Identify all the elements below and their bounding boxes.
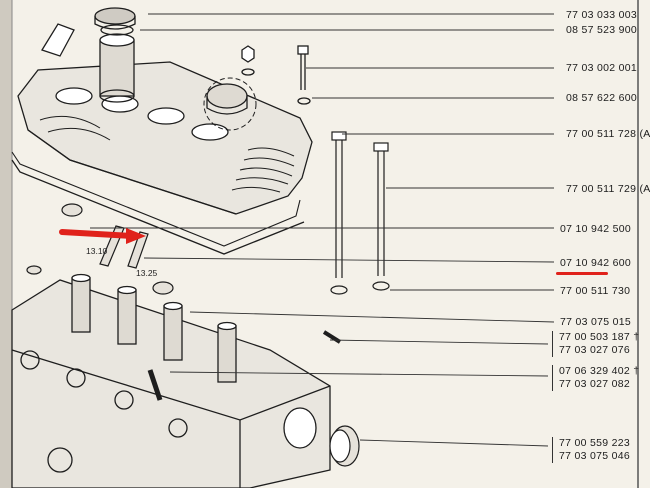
- part-number: 77 00 503 187 †: [559, 331, 640, 343]
- part-number: 08 57 622 600: [566, 92, 638, 104]
- part-number: 77 00 511 728 (A: [566, 128, 650, 140]
- part-number: 07 10 942 500: [560, 223, 632, 235]
- dimension-label-13-10: 13.10: [86, 246, 108, 256]
- part-number: 77 00 511 729 (A: [566, 183, 650, 195]
- red-arrow-icon: [59, 228, 146, 244]
- studs: [330, 131, 390, 295]
- rocker-cover-assembly: [11, 7, 313, 255]
- part-number: 77 00 511 730: [560, 285, 631, 297]
- part-number-highlighted: 07 10 942 600: [560, 257, 632, 269]
- part-number-group: 77 00 503 187 † 77 03 027 076: [552, 331, 639, 357]
- part-number: 77 03 002 001: [566, 62, 638, 74]
- part-number: 77 03 075 046: [559, 450, 631, 462]
- dimension-label-13-25: 13.25: [136, 268, 158, 278]
- part-number: 77 03 027 076: [559, 344, 631, 356]
- leader-lines: [90, 13, 555, 447]
- part-number: 77 03 027 082: [559, 378, 631, 390]
- part-number: 77 00 559 223: [559, 437, 631, 449]
- expansion-plug: [329, 425, 360, 467]
- part-number: 77 03 075 015: [560, 316, 632, 328]
- part-number: 08 57 523 900: [566, 24, 638, 36]
- cylinder-head: [11, 273, 342, 488]
- part-number: 07 06 329 402 †: [559, 365, 640, 377]
- part-number-group: 07 06 329 402 † 77 03 027 082: [552, 365, 639, 391]
- red-underline: [556, 272, 608, 275]
- page-edge: [0, 0, 12, 488]
- part-number-group: 77 00 559 223 77 03 075 046: [552, 437, 630, 463]
- part-number: 77 03 033 003: [566, 9, 638, 21]
